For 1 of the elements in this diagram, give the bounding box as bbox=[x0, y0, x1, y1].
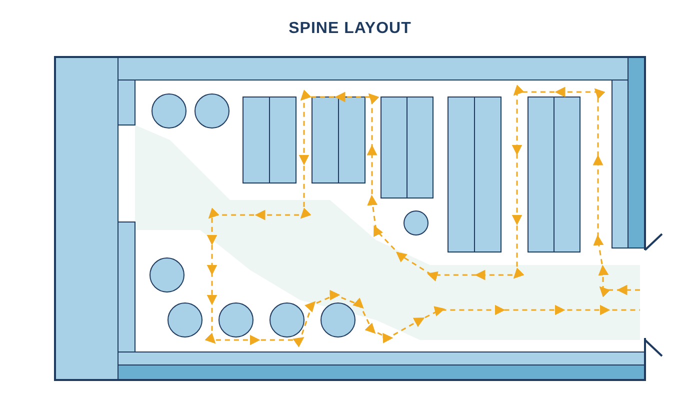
diagram-title: SPINE LAYOUT bbox=[288, 20, 412, 38]
